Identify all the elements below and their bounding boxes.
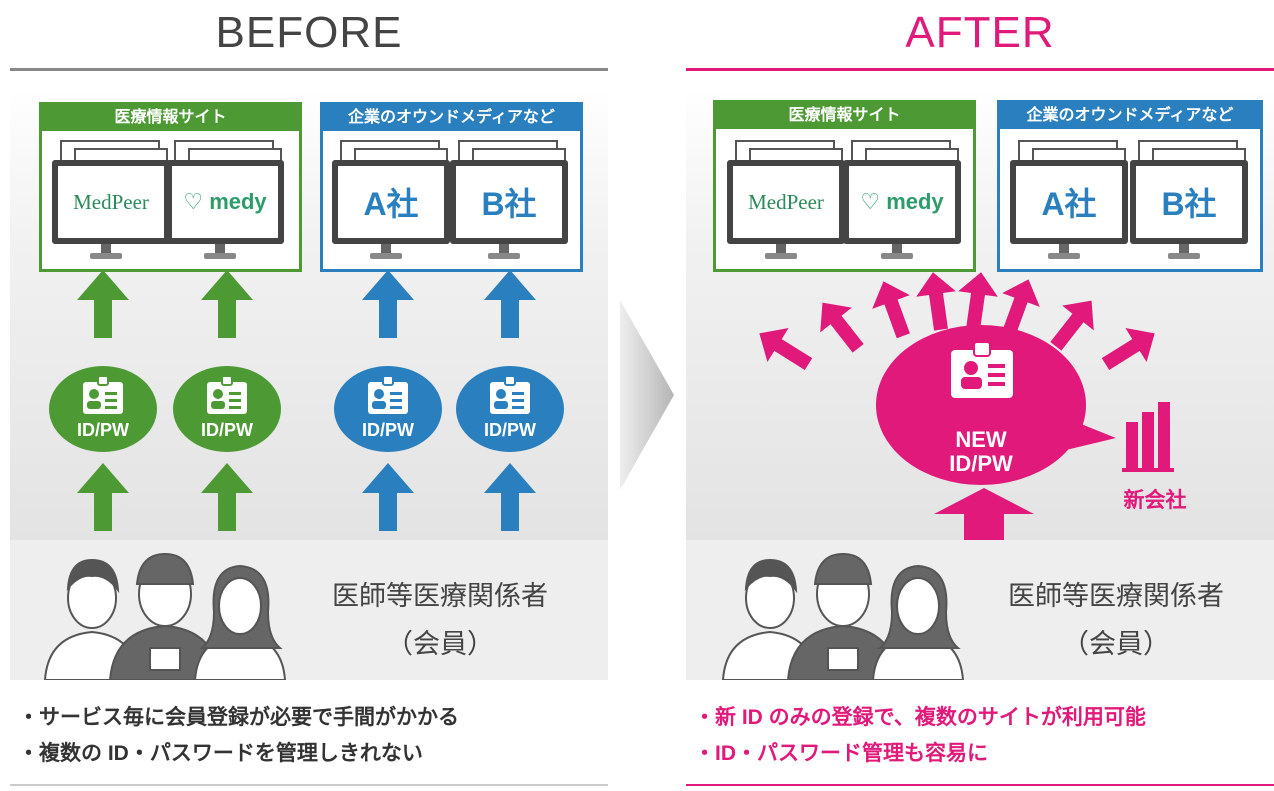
before-monitor-medy: ♡ medy <box>166 140 284 264</box>
after-fan-arrow-1 <box>748 316 820 382</box>
before-arrows <box>77 270 536 531</box>
after-diagram-graphics <box>748 269 1174 540</box>
after-divider <box>686 68 1274 71</box>
before-title: BEFORE <box>215 8 403 57</box>
new-id-label: NEW ID/PW <box>931 428 1031 476</box>
new-id-bubble <box>876 325 1116 485</box>
after-caption-line2: （会員） <box>1062 629 1170 659</box>
before-note-2: ・複数の ID・パスワードを管理しきれない <box>18 742 423 765</box>
id-pw-label: ID/PW <box>484 420 536 440</box>
medy-logo-text: ♡ medy <box>860 189 943 215</box>
before-arrow-upper-4 <box>484 270 536 338</box>
before-caption-line2: （会員） <box>386 629 494 659</box>
after-medical-site-label: 医療情報サイト <box>716 103 973 129</box>
id-card-icon <box>490 376 530 414</box>
after-monitor-company-b: B社 <box>1130 140 1248 264</box>
after-monitor-company-a: A社 <box>1010 140 1128 264</box>
before-divider <box>10 68 608 71</box>
after-company-site-label: 企業のオウンドメディアなど <box>1000 103 1260 129</box>
new-company-label: 新会社 <box>1123 489 1187 512</box>
id-pw-label: ID/PW <box>201 420 253 440</box>
medy-heart-icon: ♡ <box>183 189 204 214</box>
before-arrow-upper-3 <box>362 270 414 338</box>
new-id-line2: ID/PW <box>949 451 1013 476</box>
before-monitor-company-b: B社 <box>450 140 568 264</box>
medy-logo-text: ♡ medy <box>183 189 266 215</box>
before-bottom-rule <box>10 784 608 786</box>
after-bottom-rule <box>686 784 1274 786</box>
after-notes: ・新 ID のみの登録で、複数のサイトが利用可能 ・ID・パスワード管理も容易に <box>694 700 1264 772</box>
before-id-circle-3: ID/PW <box>334 366 442 452</box>
medpeer-logo-text: MedPeer <box>73 189 149 214</box>
company-b-label: B社 <box>481 186 537 222</box>
before-note-1: ・サービス毎に会員登録が必要で手間がかかる <box>18 706 459 729</box>
medy-label: medy <box>209 189 267 214</box>
after-members-caption: 医師等医療関係者 （会員） <box>966 572 1266 668</box>
company-a-label: A社 <box>363 186 419 222</box>
new-company-building-icon <box>1122 402 1174 472</box>
before-monitor-company-a: A社 <box>332 140 450 264</box>
before-id-circle-2: ID/PW <box>173 366 281 452</box>
doctor-left-figure <box>43 558 141 680</box>
after-monitor-medpeer: MedPeer <box>727 140 845 264</box>
after-note-1: ・新 ID のみの登録で、複数のサイトが利用可能 <box>694 706 1146 729</box>
medpeer-logo-text: MedPeer <box>748 189 824 214</box>
after-caption-line1: 医師等医療関係者 <box>1008 581 1224 611</box>
before-members-caption: 医師等医療関係者 （会員） <box>290 572 590 668</box>
before-notes: ・サービス毎に会員登録が必要で手間がかかる ・複数の ID・パスワードを管理しき… <box>18 700 608 772</box>
company-a-label: A社 <box>1041 186 1097 222</box>
id-card-icon <box>207 376 247 414</box>
before-medical-site-label: 医療情報サイト <box>42 105 299 131</box>
before-arrow-upper-2 <box>201 270 253 338</box>
before-arrow-lower-2 <box>201 463 253 531</box>
after-fan-arrow-5 <box>953 269 1001 333</box>
id-pw-label: ID/PW <box>77 420 129 440</box>
medy-heart-icon: ♡ <box>860 189 881 214</box>
id-pw-label: ID/PW <box>362 420 414 440</box>
id-card-icon <box>83 376 123 414</box>
transition-chevron-icon <box>620 300 674 490</box>
after-fan-arrow-2 <box>806 290 874 361</box>
before-arrow-lower-1 <box>77 463 129 531</box>
after-fan-arrow-3 <box>864 274 923 343</box>
company-b-label: B社 <box>1161 186 1217 222</box>
id-card-icon <box>368 376 408 414</box>
before-caption-line1: 医師等医療関係者 <box>332 581 548 611</box>
before-id-circle-4: ID/PW <box>456 366 564 452</box>
new-id-line1: NEW <box>955 427 1007 452</box>
surgeon-center-figure <box>108 552 222 680</box>
new-id-card-icon <box>951 341 1013 398</box>
after-fan-arrow-4 <box>913 269 961 333</box>
before-id-circle-1: ID/PW <box>49 366 157 452</box>
after-title: AFTER <box>905 8 1055 57</box>
medy-label: medy <box>886 189 944 214</box>
before-arrow-lower-3 <box>362 463 414 531</box>
after-fan-arrow-8 <box>1094 316 1166 382</box>
after-bottom-arrow <box>934 488 1034 540</box>
nurse-right-figure <box>193 564 287 680</box>
before-monitor-medpeer: MedPeer <box>52 140 170 264</box>
before-medical-staff-illustration <box>43 552 287 680</box>
after-medical-staff-illustration <box>721 552 965 680</box>
after-monitor-medy: ♡ medy <box>843 140 961 264</box>
before-arrow-upper-1 <box>77 270 129 338</box>
before-company-site-label: 企業のオウンドメディアなど <box>323 105 580 131</box>
before-arrow-lower-4 <box>484 463 536 531</box>
after-note-2: ・ID・パスワード管理も容易に <box>694 742 988 765</box>
